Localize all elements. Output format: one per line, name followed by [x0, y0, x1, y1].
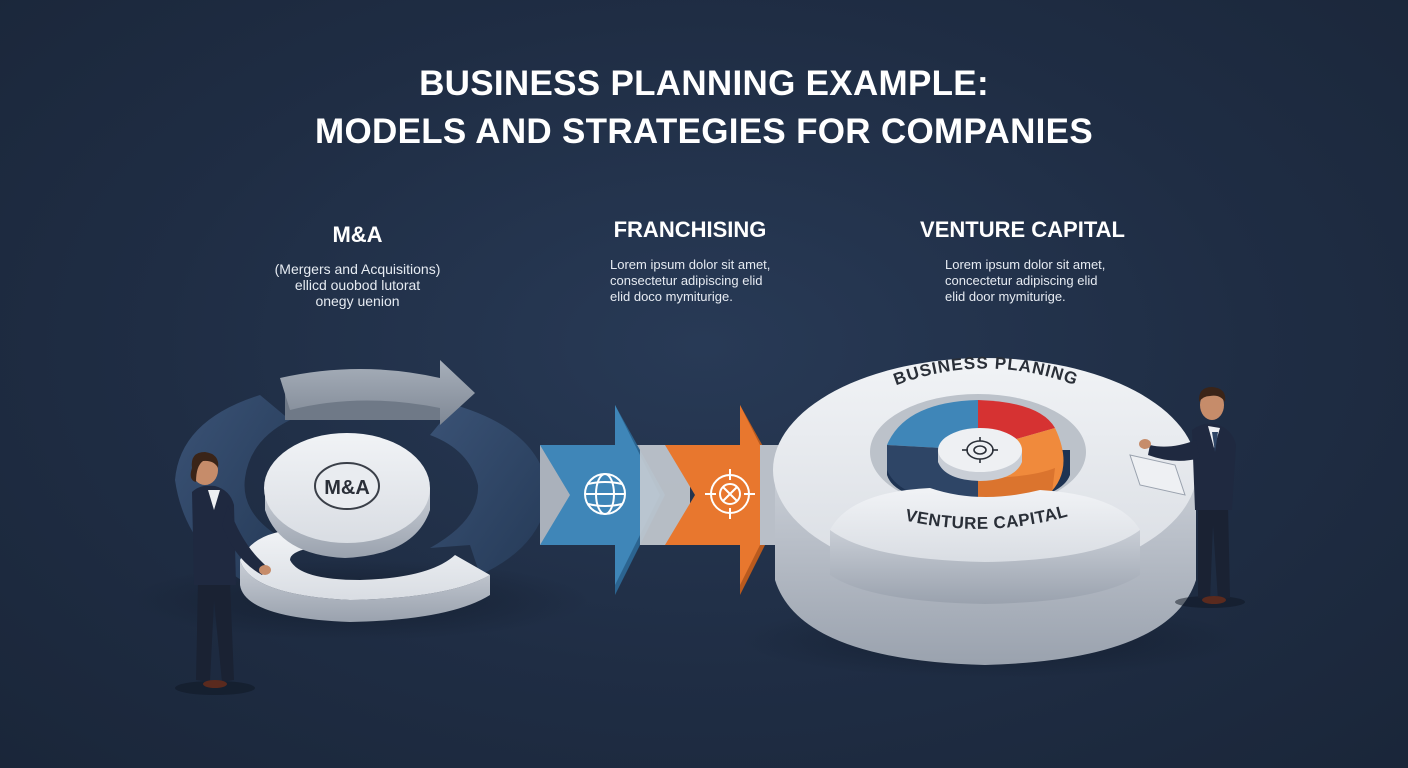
- cycle-segment-bottom-side: [240, 560, 490, 622]
- tablet-icon: [1129, 454, 1186, 496]
- venture-capital-description: Lorem ipsum dolor sit amet, concectetur …: [945, 257, 1145, 305]
- ma-description: (Mergers and Acquisitions) ellicd ouobod…: [240, 261, 475, 309]
- franchising-description: Lorem ipsum dolor sit amet, consectetur …: [610, 257, 810, 305]
- franchising-description-line: consectetur adipiscing elid: [610, 273, 763, 288]
- cycle-segment-right: [430, 405, 548, 575]
- ma-description-line: onegy uenion: [315, 293, 400, 309]
- flow-connector-middle: [640, 445, 690, 545]
- franchising-heading: FRANCHISING: [613, 217, 767, 242]
- franchising-description-line: elid doco mymiturige.: [610, 289, 733, 304]
- page-title-line-2: MODELS AND STRATEGIES FOR COMPANIES: [315, 112, 1093, 151]
- platform-hub: [938, 428, 1022, 472]
- globe-icon: [584, 473, 626, 515]
- page-title-line-1: BUSINESS PLANNING EXAMPLE:: [419, 64, 989, 103]
- ma-description-line: ellicd ouobod lutorat: [294, 277, 421, 293]
- businessman-figure: [1129, 387, 1245, 608]
- cycle-hub-label-ring: [314, 462, 380, 510]
- target-icon: [705, 469, 755, 519]
- business-planning-platform: BUSINESS PLANING VENTURE CAPITAL: [740, 353, 1240, 678]
- ma-description-line: (Mergers and Acquisitions): [274, 261, 441, 277]
- businesswoman-figure: [175, 452, 271, 695]
- venture-capital-description-line: Lorem ipsum dolor sit amet,: [945, 257, 1106, 272]
- target-icon: [962, 437, 998, 463]
- orange-arrow: [665, 405, 785, 585]
- franchising-description-line: Lorem ipsum dolor sit amet,: [610, 257, 771, 272]
- cycle-arrow-top: [280, 360, 475, 425]
- venture-capital-description-line: elid door mymiturige.: [945, 289, 1066, 304]
- ma-heading: M&A: [332, 222, 383, 247]
- venture-capital-description-line: concectetur adipiscing elid: [945, 273, 1098, 288]
- venture-capital-heading: VENTURE CAPITAL: [920, 217, 1125, 242]
- platform-front-tier: [830, 488, 1140, 562]
- cycle-hub-label: M&A: [324, 477, 370, 499]
